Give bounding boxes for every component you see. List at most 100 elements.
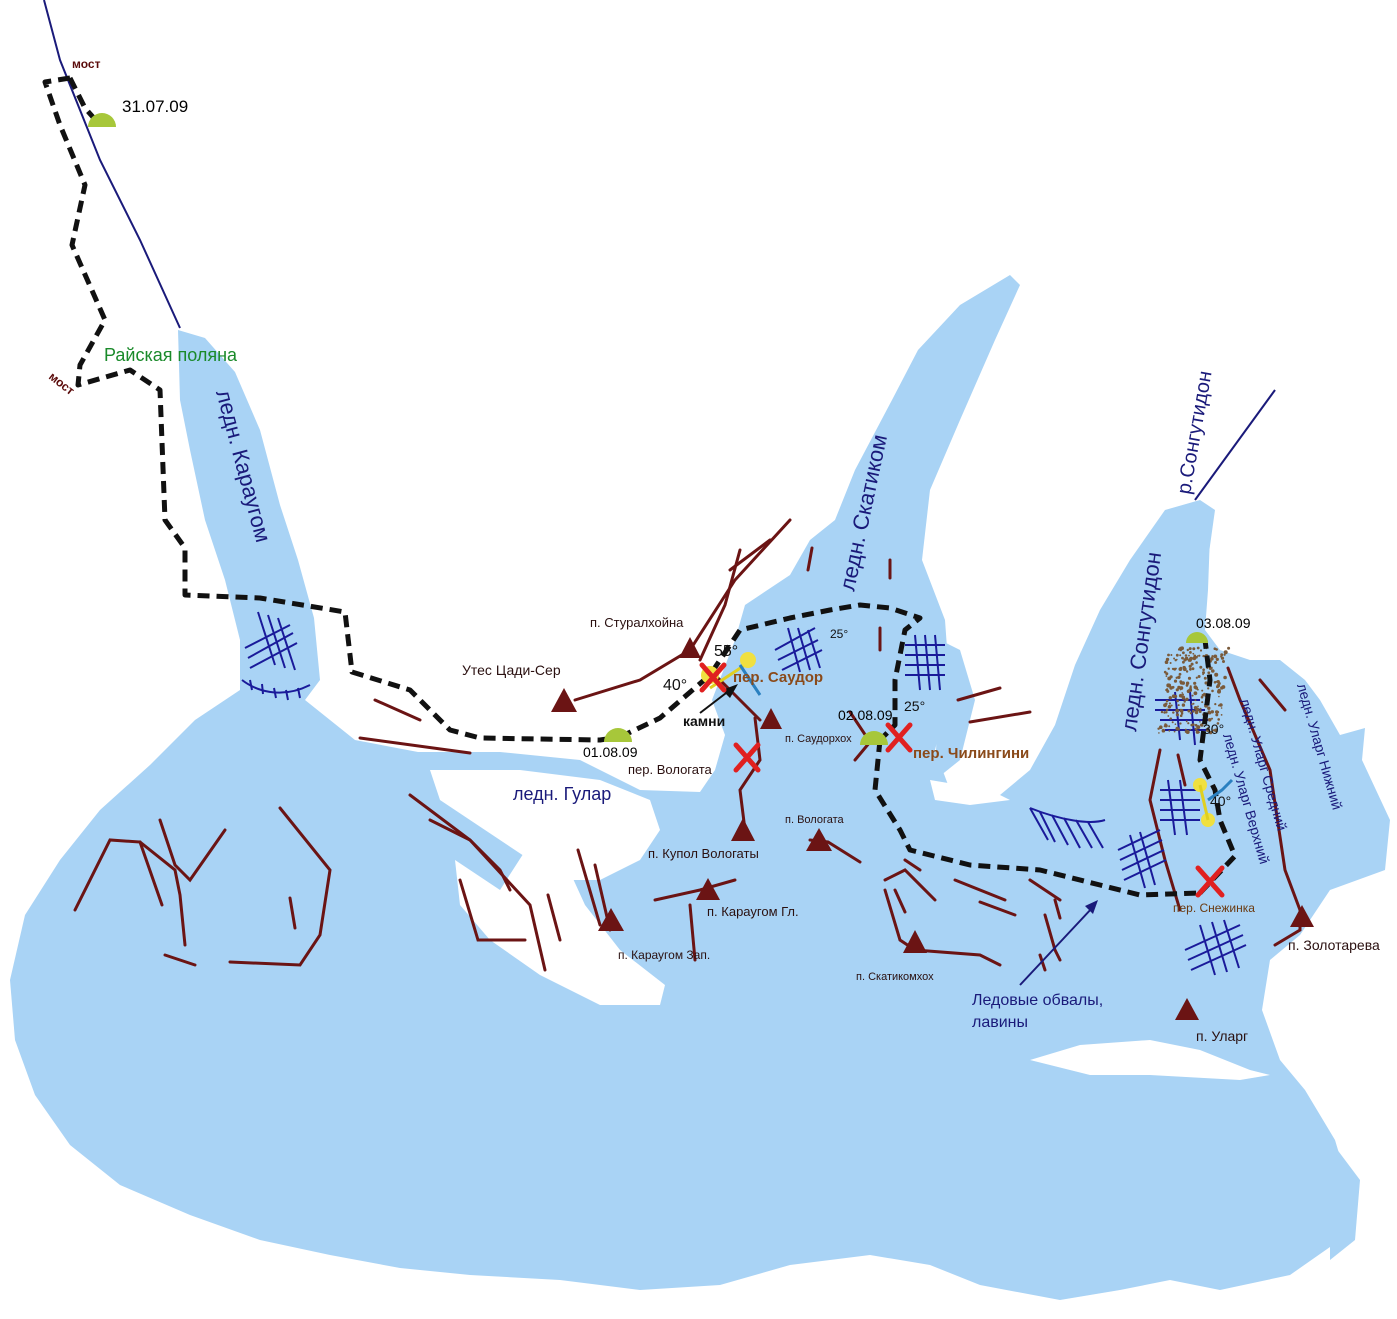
peak-icon	[598, 908, 624, 931]
scree-dot	[1220, 686, 1224, 690]
scree-dot	[1216, 648, 1218, 651]
pass-chilingini-label: пер. Чилингини	[913, 745, 1029, 762]
scree-dot	[1182, 693, 1184, 696]
scree-dot	[1192, 647, 1196, 651]
peak-skatikomhoh-label: п. Скатикомхох	[856, 971, 934, 983]
scree-dot	[1173, 657, 1176, 660]
scree-dot	[1213, 681, 1217, 684]
peak-icon	[1175, 998, 1199, 1020]
stones-label: камни	[683, 713, 725, 729]
scree-dot	[1220, 714, 1223, 716]
scree-dot	[1179, 708, 1182, 711]
scree-dot	[1206, 728, 1210, 732]
scree-dot	[1168, 729, 1171, 732]
scree-dot	[1199, 649, 1203, 652]
crevasse-songutidon-icefall	[1029, 807, 1106, 849]
scree-dot	[1184, 654, 1188, 657]
scree-dot	[1179, 688, 1182, 691]
peak-ularg-label: п. Уларг	[1196, 1028, 1248, 1044]
rivers	[43, 0, 1276, 501]
scree-dot	[1191, 694, 1194, 697]
scree-dot	[1169, 675, 1173, 679]
scree-dot	[1189, 712, 1192, 715]
peak-icon	[806, 828, 832, 851]
scree-dot	[1223, 653, 1226, 656]
bridge-label-left: мост	[46, 369, 77, 398]
scree-dot	[1214, 672, 1219, 677]
route-day4	[1197, 639, 1238, 895]
pass-vologata-mark	[733, 742, 761, 773]
scree-dot	[1200, 723, 1204, 727]
crevasses	[241, 611, 1247, 976]
scree-dot	[1208, 666, 1212, 671]
scree-dot	[1216, 722, 1220, 725]
scree-dot	[1217, 704, 1220, 707]
scree-dot	[1169, 662, 1172, 664]
peak-icon	[731, 818, 755, 841]
scree-dot	[1197, 705, 1199, 708]
scree-dot	[1191, 703, 1193, 706]
scree-dot	[1169, 717, 1173, 720]
scree-dot	[1227, 646, 1231, 650]
stones-arrow	[699, 689, 731, 714]
scree-dot	[1211, 669, 1215, 673]
scree-dot	[1217, 718, 1220, 721]
scree-dot	[1177, 704, 1180, 707]
scree-dot	[1163, 670, 1167, 674]
scree-dot	[1168, 696, 1173, 700]
scree-dots	[1157, 646, 1231, 735]
peak-icon	[1290, 905, 1314, 927]
pass-snezhinka-mark	[1195, 865, 1225, 898]
scree-dot	[1184, 728, 1187, 731]
scree-dot	[1194, 710, 1199, 715]
scree-dot	[1193, 654, 1197, 658]
scree-dot	[1173, 679, 1178, 683]
saudor-waypoint-2	[740, 652, 756, 668]
scree-dot	[1199, 721, 1201, 723]
rayskaya-polyana-label: Райская поляна	[104, 345, 238, 365]
scree-dot	[1177, 675, 1181, 679]
scree-dot	[1181, 695, 1186, 700]
camp-date-1: 31.07.09	[122, 97, 188, 116]
peak-karaugom-zap-label: п. Караугом Зап.	[618, 948, 710, 962]
peak-sturalhoyna-label: п. Стуралхойна	[590, 615, 684, 630]
scree-dot	[1171, 721, 1174, 724]
scree-dot	[1164, 724, 1168, 728]
peak-icon	[903, 930, 927, 953]
scree-dot	[1179, 722, 1182, 725]
scree-dot	[1179, 654, 1182, 657]
scree-dot	[1223, 675, 1227, 680]
peak-saudorhoh-label: п. Саудорхох	[785, 733, 852, 745]
scree-dot	[1170, 654, 1173, 656]
scree-dot	[1167, 653, 1170, 657]
camp-icon	[88, 113, 116, 127]
scree-dot	[1214, 703, 1217, 706]
scree-dot	[1217, 689, 1221, 694]
scree-dot	[1201, 701, 1204, 704]
scree-dot	[1159, 725, 1163, 729]
scree-dot	[1211, 717, 1213, 720]
crevasse-songutidon-1	[1117, 829, 1167, 889]
icefall-label-1: Ледовые обвалы,	[972, 992, 1103, 1009]
scree-dot	[1160, 710, 1164, 714]
scree-dot	[1210, 657, 1214, 661]
scree-dot	[1167, 705, 1172, 709]
scree-dot	[1165, 711, 1168, 714]
scree-dot	[1179, 680, 1183, 684]
camp-icon	[604, 728, 632, 742]
scree-dot	[1172, 711, 1175, 714]
route-day1	[42, 75, 621, 743]
crevasse-lower	[1184, 919, 1247, 976]
scree-dot	[1215, 710, 1219, 714]
scree-dot	[1193, 691, 1198, 696]
scree-dot	[1166, 689, 1170, 693]
scree-dot	[1211, 655, 1214, 658]
scree-dot	[1185, 720, 1188, 723]
scree-dot	[1163, 703, 1167, 708]
scree-dot	[1166, 688, 1169, 690]
scree-dot	[1189, 666, 1191, 668]
scree-dot	[1182, 651, 1185, 655]
scree-dot	[1184, 699, 1187, 701]
scree-dot	[1210, 710, 1215, 714]
